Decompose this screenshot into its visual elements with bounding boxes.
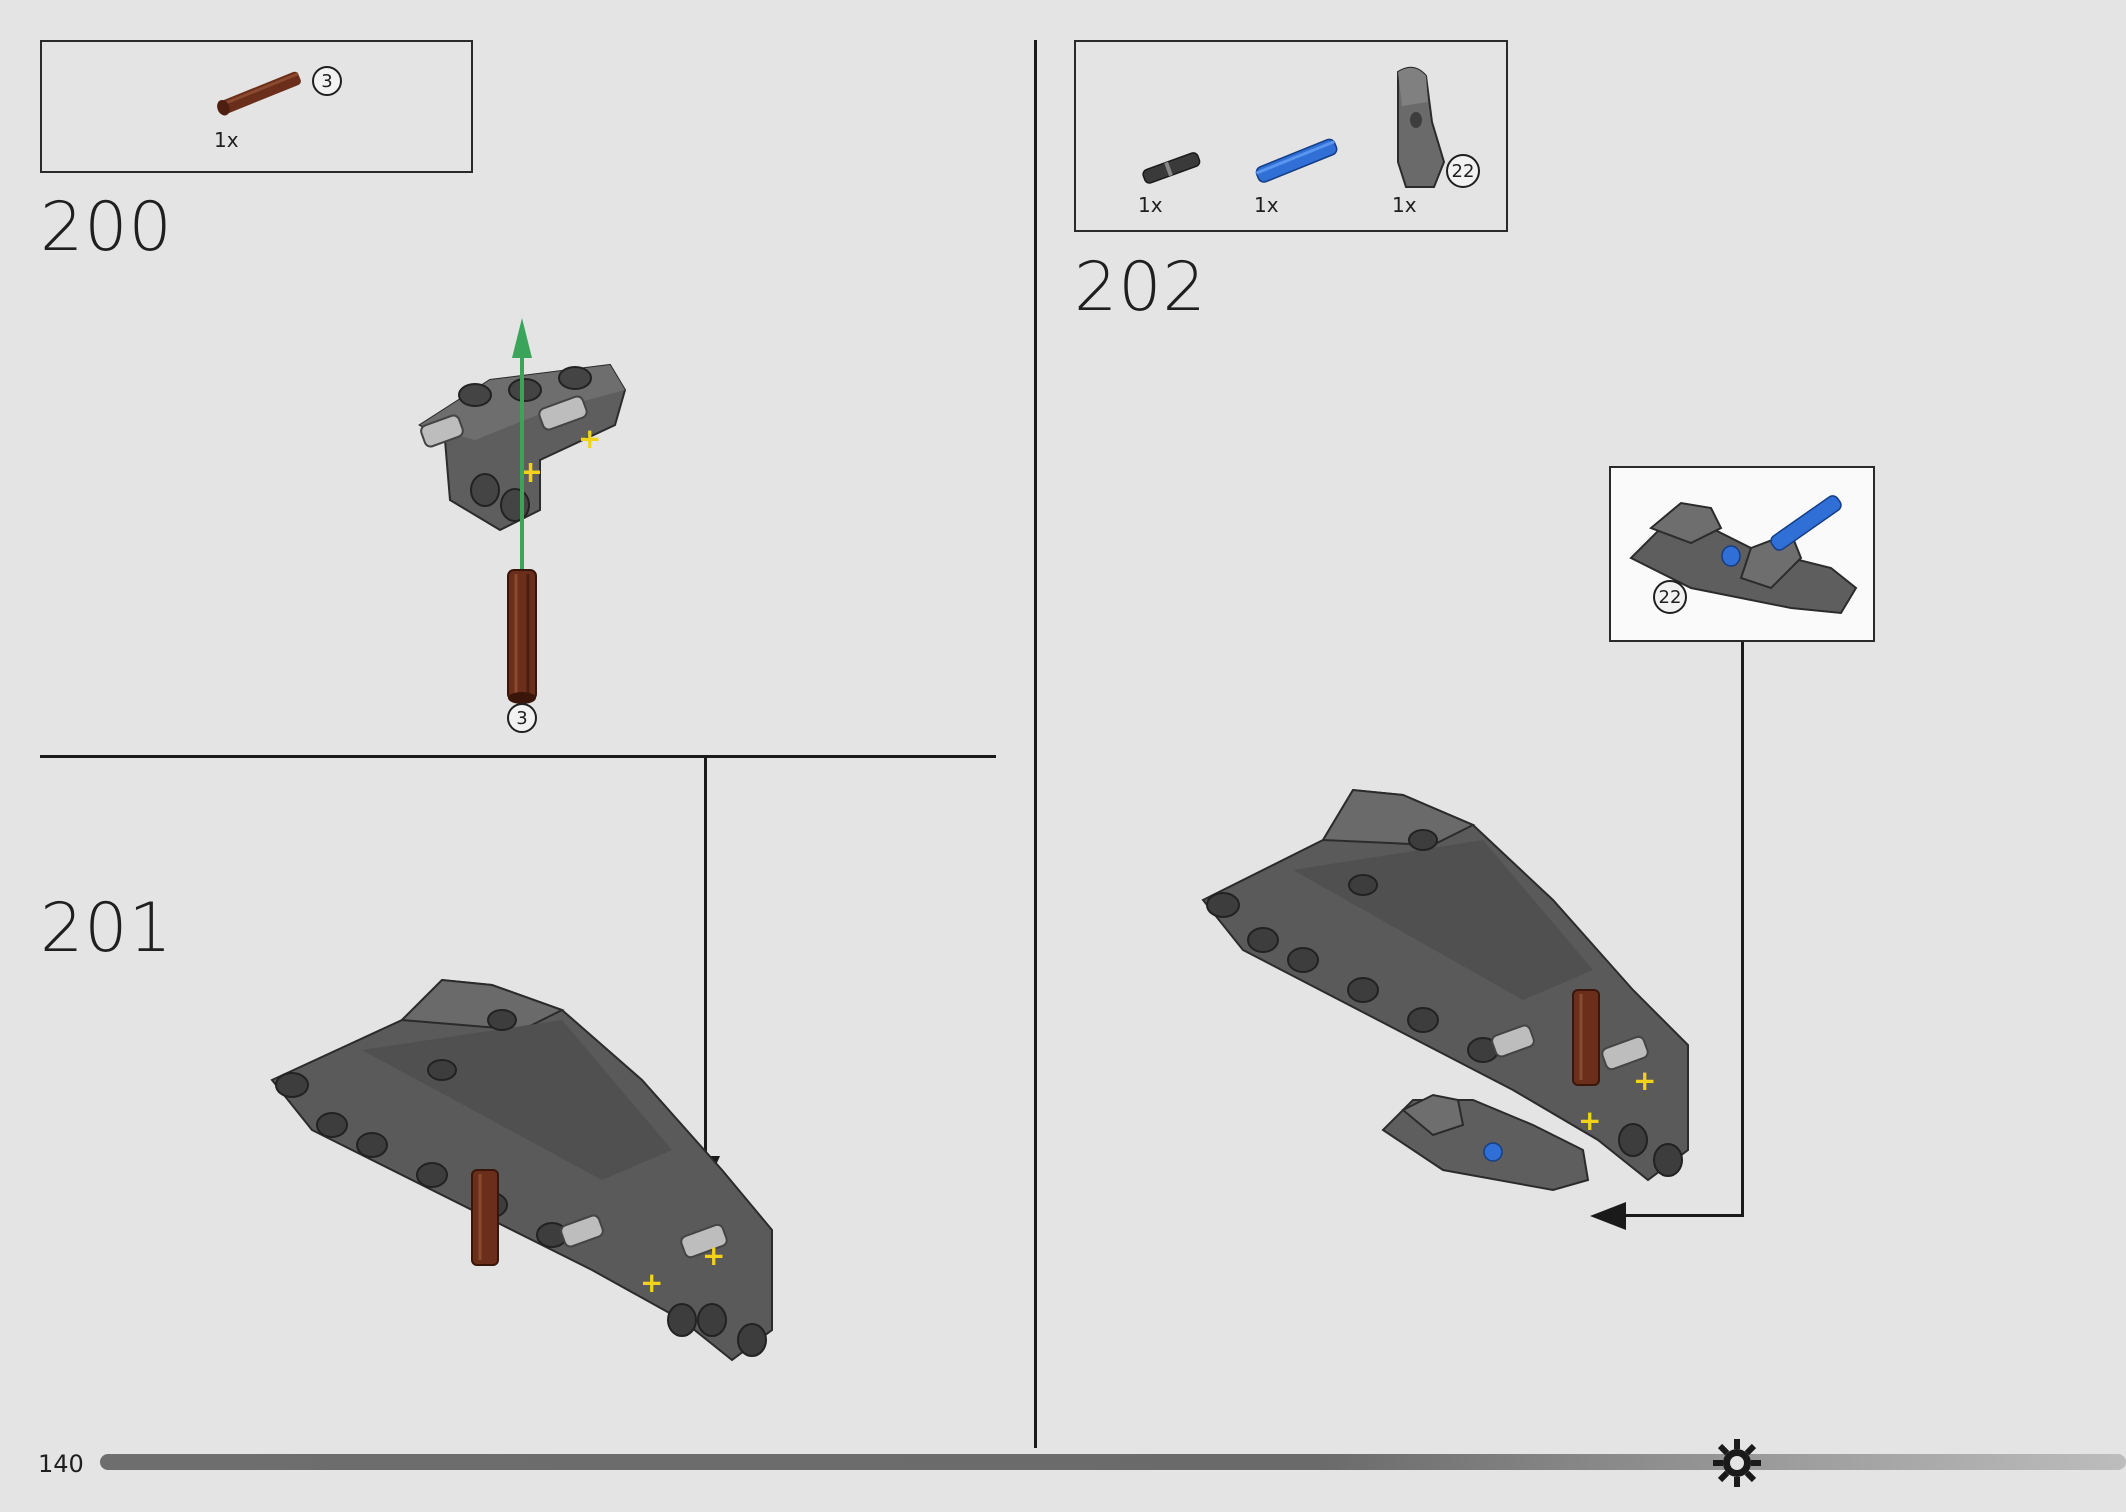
pin-black-icon <box>1142 152 1201 184</box>
subassembly-preview <box>1629 495 1858 615</box>
svg-text:+: + <box>1578 1104 1601 1137</box>
svg-text:+: + <box>1633 1064 1656 1097</box>
part-callout: 22 <box>1446 154 1480 188</box>
subassembly-callout: 22 <box>1653 580 1687 614</box>
model-callout: 3 <box>507 703 537 733</box>
part-quantity: 1x <box>214 128 239 152</box>
parts-list-box-step-200: 3 1x <box>40 40 473 173</box>
part-quantity: 1x <box>1392 193 1417 217</box>
part-quantity: 1x <box>1254 193 1279 217</box>
part-quantity: 1x <box>1138 193 1163 217</box>
inset-connector-horizontal <box>1610 1214 1744 1217</box>
inset-connector-vertical <box>1741 642 1744 1217</box>
axle-brown-icon <box>217 71 301 116</box>
step-number: 201 <box>40 889 173 968</box>
pin-blue-icon <box>1255 138 1338 183</box>
parts-list-box-step-202: 1x 1x 22 1x <box>1074 40 1508 232</box>
step-201-assembly: + + <box>270 978 773 1362</box>
svg-text:+: + <box>702 1239 725 1272</box>
arrow-left-icon <box>1590 1202 1626 1230</box>
step-202-assembly: + + <box>1201 788 1689 1192</box>
step-number: 200 <box>40 188 173 267</box>
progress-bar-track <box>100 1454 2126 1470</box>
svg-text:+: + <box>640 1266 663 1299</box>
subassembly-connector-line <box>704 757 707 1167</box>
horizontal-divider <box>40 755 996 758</box>
svg-text:+: + <box>578 422 601 455</box>
page-number: 140 <box>38 1450 84 1478</box>
panel-grey-icon <box>1397 66 1446 188</box>
progress-marker-gear-icon <box>1713 1439 1761 1487</box>
part-callout: 3 <box>312 66 342 96</box>
step-number: 202 <box>1074 248 1207 327</box>
step-200-assembly: + + <box>418 318 627 704</box>
subassembly-inset-box: 22 <box>1609 466 1875 642</box>
vertical-divider <box>1034 40 1037 1448</box>
